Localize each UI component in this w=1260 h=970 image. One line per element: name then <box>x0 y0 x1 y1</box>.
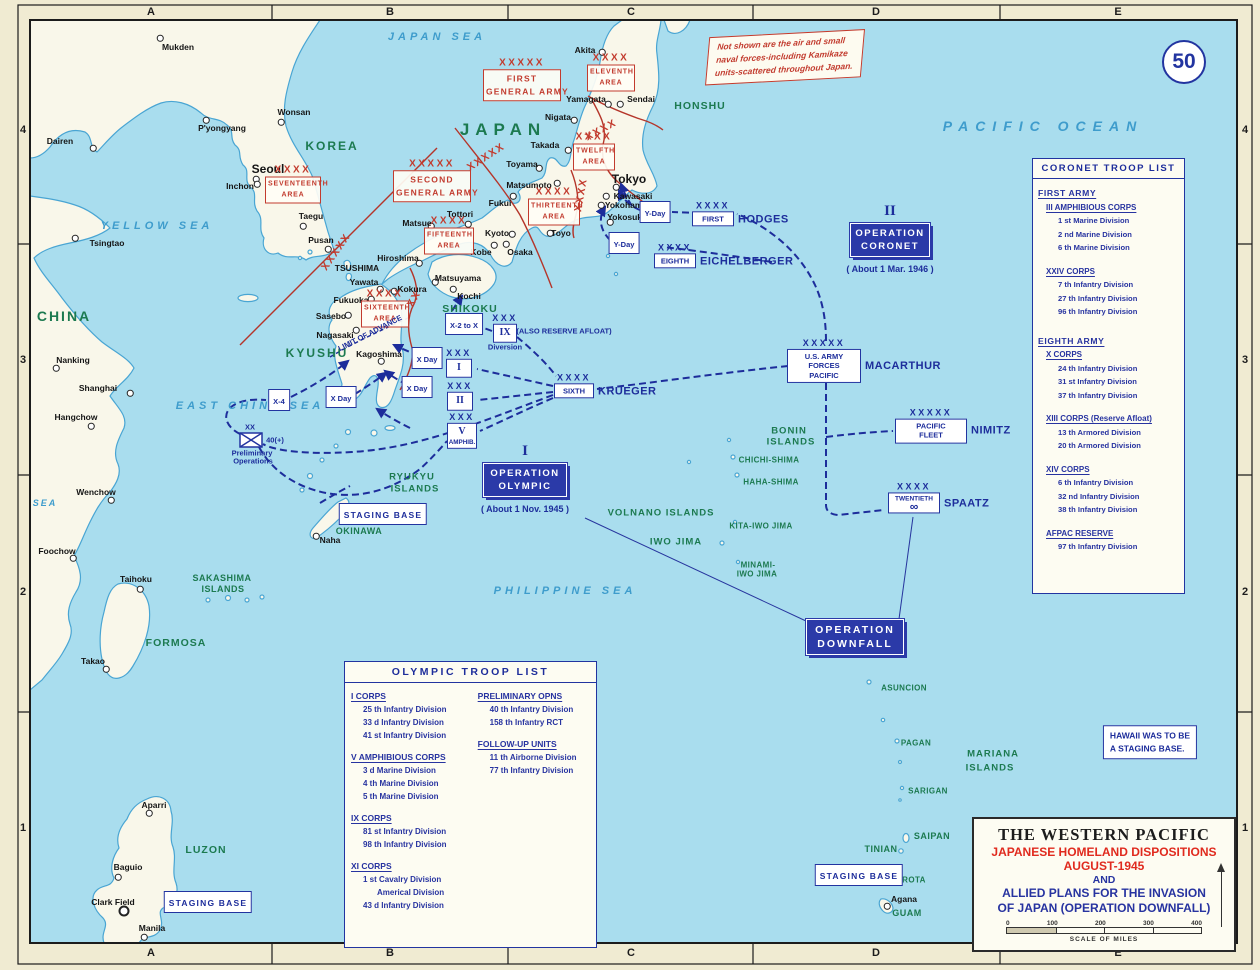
north-arrow-icon <box>1217 863 1224 927</box>
map-frame <box>17 4 1253 965</box>
connector-lines <box>239 316 914 622</box>
map-number-badge: 50 <box>1162 40 1206 84</box>
scale-tick: 100 <box>1046 920 1058 928</box>
troop-list-row: 1 st Cavalry Division <box>363 875 442 884</box>
troop-list-row: V AMPHIBIOUS CORPS <box>351 752 446 762</box>
coronet-troop-list: CORONET TROOP LIST FIRST ARMY III AMPHIBI… <box>1032 158 1185 594</box>
map-title: THE WESTERN PACIFIC <box>998 825 1210 844</box>
scale-tick: 200 <box>1094 920 1106 928</box>
troop-list-row: Americal Division <box>377 888 445 897</box>
troop-list-row: AFPAC RESERVE <box>1046 528 1114 538</box>
troop-list-row: 7 th Infantry Division <box>1058 280 1134 289</box>
troop-list-row: 20 th Armored Division <box>1058 441 1141 450</box>
troop-list-row: XXIV CORPS <box>1046 266 1095 276</box>
scale-tick: 300 <box>1143 920 1154 928</box>
troop-list-row: 32 nd Infantry Division <box>1058 491 1140 501</box>
troop-list-row: XIII CORPS (Reserve Afloat) <box>1046 414 1152 423</box>
troop-list-row: 24 th Infantry Division <box>1058 363 1138 373</box>
troop-list-row: 41 st Infantry Division <box>363 731 447 740</box>
troop-list-row: 38 th Infantry Division <box>1058 505 1138 514</box>
troop-list-row: I CORPS <box>351 691 386 701</box>
allied-routes <box>225 181 894 517</box>
troop-list-row: 5 th Marine Division <box>363 792 439 801</box>
troop-list-row: 11 th Airborne Division <box>489 753 577 762</box>
troop-list-row: FIRST ARMY <box>1038 188 1097 198</box>
troop-list-row: 33 d Infantry Division <box>363 718 444 727</box>
troop-list-row: 13 th Armored Division <box>1058 427 1141 437</box>
troop-list-row: 4 th Marine Division <box>363 779 439 788</box>
troop-list-row: 158 th Infantry RCT <box>489 718 563 727</box>
troop-list-row: 98 th Infantry Division <box>363 840 447 849</box>
troop-list-row: XI CORPS <box>351 861 392 871</box>
troop-list-row: FOLLOW-UP UNITS <box>477 739 557 749</box>
scale-tick: 400 <box>1191 920 1202 928</box>
map-title-box: THE WESTERN PACIFIC JAPANESE HOMELAND DI… <box>972 817 1236 952</box>
troop-list-row: 2 nd Marine Division <box>1058 229 1132 239</box>
troop-list-row: 81 st Infantry Division <box>363 827 447 836</box>
troop-list-row: 27 th Infantry Division <box>1058 293 1138 303</box>
troop-list-row: 37 th Infantry Division <box>1058 390 1138 400</box>
troop-list-row: 25 th Infantry Division <box>363 705 447 714</box>
troop-list-row: III AMPHIBIOUS CORPS <box>1046 202 1137 212</box>
troop-list-row: 3 d Marine Division <box>363 766 436 775</box>
scale-tick: 0 <box>1006 920 1010 928</box>
troop-list-row: 40 th Infantry Division <box>489 705 574 714</box>
troop-list-row: 31 st Infantry Division <box>1058 377 1137 386</box>
troop-list-row: 43 d Infantry Division <box>363 901 444 910</box>
olympic-troop-list: OLYMPIC TROOP LIST I CORPS 25 th Infantry… <box>344 661 597 948</box>
troop-list-row: X CORPS <box>1046 350 1083 359</box>
troop-list-row: PRELIMINARY OPNS <box>477 691 563 701</box>
troop-list-row: EIGHTH ARMY <box>1038 335 1105 346</box>
troop-list-row: 97 th Infantry Division <box>1058 542 1138 551</box>
troop-list-row: 1 st Marine Division <box>1058 216 1130 225</box>
troop-list-row: 6 th Marine Division <box>1058 243 1130 252</box>
troop-list-row: 96 th Infantry Division <box>1058 307 1138 316</box>
troop-list-row: XIV CORPS <box>1046 464 1090 474</box>
troop-list-row: 6 th Infantry Division <box>1058 478 1134 487</box>
troop-list-row: IX CORPS <box>351 813 392 823</box>
troop-list-row: 77 th Infantry Division <box>489 766 574 775</box>
coronet-troop-list-title: CORONET TROOP LIST <box>1033 159 1184 179</box>
olympic-troop-list-title: OLYMPIC TROOP LIST <box>345 662 596 683</box>
